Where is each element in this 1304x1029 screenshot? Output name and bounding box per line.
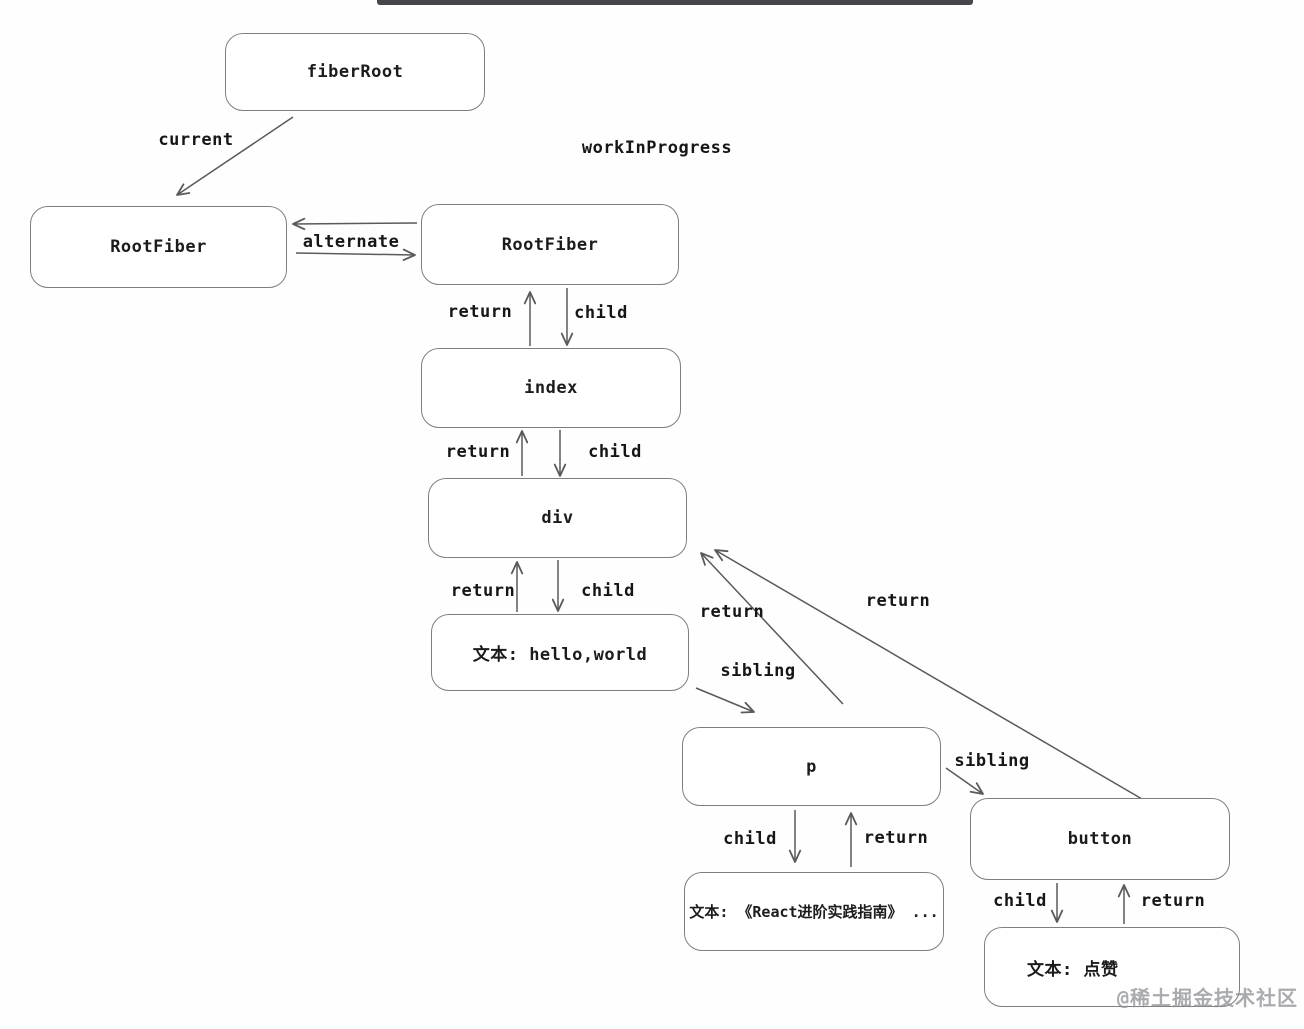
edge-label-return-index: return <box>445 442 511 462</box>
edge-label-return-div: return <box>450 581 516 601</box>
edge-label-child-index: child <box>588 442 642 462</box>
watermark: @稀土掘金技术社区 <box>1117 986 1299 1010</box>
node-text-hello-world: 文本: hello,world <box>431 614 689 691</box>
edge-button-return-div <box>714 549 1143 800</box>
edge-current <box>176 116 294 196</box>
node-text-react-book: 文本: 《React进阶实践指南》 ... <box>684 872 944 951</box>
node-rootfiber-current: RootFiber <box>30 206 287 288</box>
edge-label-return-button-to-div: return <box>865 591 931 611</box>
node-index: index <box>421 348 681 428</box>
node-rootfiber-workinprogress: RootFiber <box>421 204 679 285</box>
top-bar-decoration <box>377 0 973 5</box>
edge-label-child-rootfiber: child <box>574 303 628 323</box>
edge-label-sibling-text-to-p: sibling <box>720 661 796 681</box>
edge-label-child-div: child <box>581 581 635 601</box>
edge-label-return-rootfiber: return <box>447 302 513 322</box>
node-fiberroot: fiberRoot <box>225 33 485 111</box>
edge-alternate-to-current <box>292 217 418 231</box>
edge-label-alternate: alternate <box>302 232 400 252</box>
node-text-like: 文本: 点赞 <box>984 927 1240 1007</box>
edge-label-return-p: return <box>863 828 929 848</box>
edge-label-sibling-p-to-button: sibling <box>954 751 1030 771</box>
node-div: div <box>428 478 687 558</box>
edge-p-return-div <box>700 552 844 705</box>
node-p: p <box>682 727 941 806</box>
edge-label-return-button: return <box>1140 891 1206 911</box>
edge-label-current: current <box>158 130 234 150</box>
node-button: button <box>970 798 1230 880</box>
edge-label-child-button: child <box>993 891 1047 911</box>
edge-label-return-p-to-div: return <box>699 602 765 622</box>
edge-label-workinprogress: workInProgress <box>581 138 733 158</box>
edge-hello-sibling-p <box>695 687 755 714</box>
edge-label-child-p: child <box>723 829 777 849</box>
edge-p-sibling-button <box>945 767 984 795</box>
edge-alternate-to-wip <box>295 248 416 261</box>
